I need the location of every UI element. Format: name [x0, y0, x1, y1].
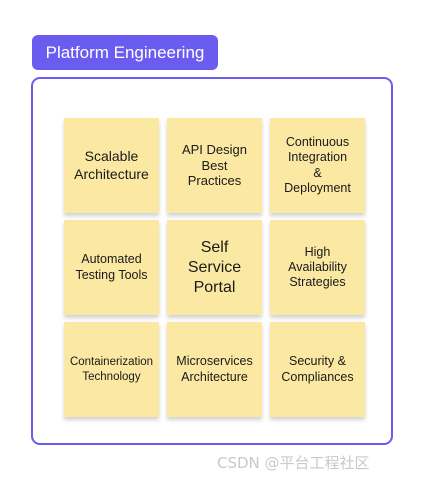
sticky-note-grid: Scalable Architecture API Design Best Pr… [64, 118, 366, 417]
sticky-note-label: Containerization Technology [69, 356, 154, 383]
diagram-frame [31, 77, 393, 445]
sticky-note-label: High Availability Strategies [288, 244, 347, 290]
sticky-note-label: Continuous Integration & Deployment [284, 135, 351, 195]
sticky-note-label: API Design Best Practices [181, 141, 248, 189]
sticky-note-security-compliances[interactable]: Security & Compliances [270, 322, 365, 417]
sticky-note-high-availability[interactable]: High Availability Strategies [270, 220, 365, 315]
sticky-note-self-service-portal[interactable]: Self Service Portal [167, 220, 262, 315]
sticky-note-label: Security & Compliances [281, 354, 354, 384]
sticky-note-scalable-architecture[interactable]: Scalable Architecture [64, 118, 159, 213]
sticky-note-label: Self Service Portal [187, 238, 242, 296]
sticky-note-automated-testing[interactable]: Automated Testing Tools [64, 220, 159, 315]
sticky-note-microservices[interactable]: Microservices Architecture [167, 322, 262, 417]
sticky-note-containerization[interactable]: Containerization Technology [64, 322, 159, 417]
sticky-note-api-design[interactable]: API Design Best Practices [167, 118, 262, 213]
sticky-note-label: Automated Testing Tools [75, 252, 148, 282]
sticky-note-ci-cd[interactable]: Continuous Integration & Deployment [270, 118, 365, 213]
diagram-title: Platform Engineering [32, 35, 218, 70]
sticky-note-label: Microservices Architecture [176, 354, 253, 384]
sticky-note-label: Scalable Architecture [74, 148, 149, 182]
watermark: CSDN @平台工程社区 [217, 454, 370, 472]
